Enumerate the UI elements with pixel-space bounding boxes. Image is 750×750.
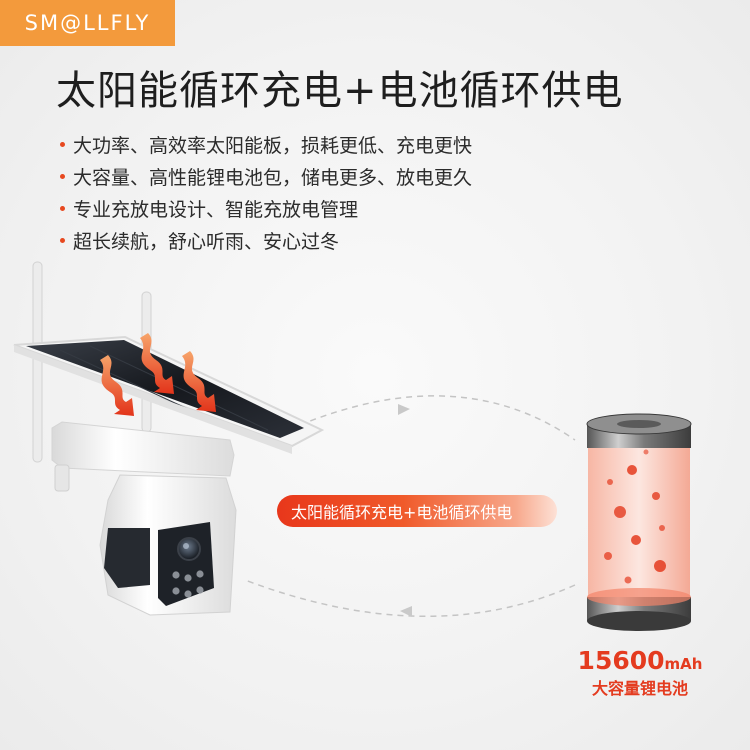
bullet-icon xyxy=(60,141,65,147)
cycle-arc-bottom xyxy=(244,579,576,618)
camera-mount-icon xyxy=(51,421,235,492)
feature-text: 大功率、高效率太阳能板，损耗更低、充电更快 xyxy=(73,134,473,157)
bullet-icon xyxy=(60,237,65,243)
feature-list: 大功率、高效率太阳能板，损耗更低、充电更快 大容量、高性能锂电池包，储电更多、放… xyxy=(60,128,472,256)
cycle-arc-top xyxy=(299,395,576,441)
energy-particle-icon xyxy=(604,449,666,584)
bullet-icon xyxy=(60,173,65,179)
cycle-badge: 太阳能循环充电+电池循环供电 xyxy=(277,495,557,527)
feature-item: 超长续航，舒心听雨、安心过冬 xyxy=(60,224,472,256)
capacity-value: 15600 xyxy=(577,646,665,675)
brand-logo: SM@LLFLY xyxy=(0,0,175,46)
battery-label: 大容量锂电池 xyxy=(591,679,688,698)
feature-item: 大容量、高性能锂电池包，储电更多、放电更久 xyxy=(60,160,472,192)
capacity-unit: mAh xyxy=(664,655,703,673)
page-title: 太阳能循环充电+电池循环供电 xyxy=(56,68,624,114)
feature-text: 大容量、高性能锂电池包，储电更多、放电更久 xyxy=(73,166,473,189)
bullet-icon xyxy=(60,205,65,211)
battery-capacity: 15600mAh xyxy=(570,646,710,675)
sunlight-arrow-icon xyxy=(100,333,216,416)
camera-lens-icon xyxy=(177,537,201,561)
arc-arrow-icon xyxy=(400,606,412,617)
feature-item: 专业充放电设计、智能充放电管理 xyxy=(60,192,472,224)
feature-item: 大功率、高效率太阳能板，损耗更低、充电更快 xyxy=(60,128,472,160)
battery-icon xyxy=(586,413,692,631)
feature-text: 超长续航，舒心听雨、安心过冬 xyxy=(73,230,340,253)
camera-body-icon xyxy=(99,474,237,616)
arc-arrow-icon xyxy=(398,404,410,415)
ir-led-icon xyxy=(172,570,204,598)
feature-text: 专业充放电设计、智能充放电管理 xyxy=(73,198,359,221)
